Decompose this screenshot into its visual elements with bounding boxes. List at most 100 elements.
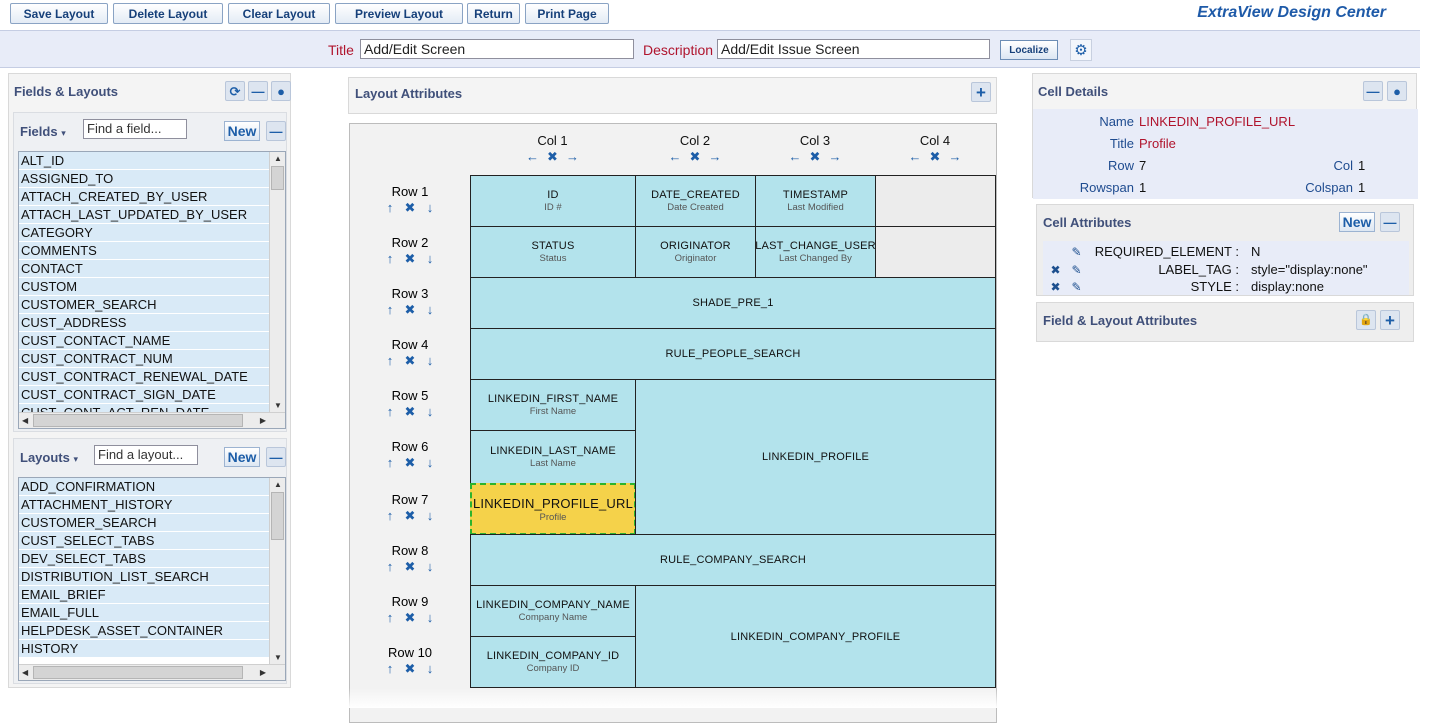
list-item[interactable]: CUST_CONTACT_NAME <box>19 332 270 350</box>
layout-cell[interactable]: RULE_COMPANY_SEARCH <box>470 534 996 586</box>
move-left-icon[interactable]: ← <box>526 148 539 164</box>
list-item[interactable]: EMAIL_FULL <box>19 604 270 622</box>
new-layout-button[interactable]: New <box>224 447 260 467</box>
edit-icon[interactable]: ✎ <box>1071 262 1082 277</box>
delete-row-icon[interactable]: ✖ <box>404 403 416 419</box>
layouts-heading[interactable]: Layouts ▾ <box>20 450 78 465</box>
list-item[interactable]: CUST_ADDRESS <box>19 314 270 332</box>
list-item[interactable]: CUSTOM <box>19 278 270 296</box>
delete-col-icon[interactable]: ✖ <box>547 148 558 164</box>
delete-row-icon[interactable]: ✖ <box>404 507 416 523</box>
move-right-icon[interactable]: → <box>566 148 579 164</box>
collapse-fields-icon[interactable]: — <box>266 121 286 141</box>
collapse-attributes-icon[interactable]: — <box>1380 212 1400 232</box>
move-up-icon[interactable]: ↑ <box>386 454 394 470</box>
list-item[interactable]: ATTACH_LAST_UPDATED_BY_USER <box>19 206 270 224</box>
list-item[interactable]: ALT_ID <box>19 152 270 170</box>
scroll-up-icon[interactable]: ▲ <box>274 154 282 163</box>
localize-button[interactable]: Localize <box>1000 40 1058 60</box>
layout-cell[interactable]: LINKEDIN_PROFILE <box>635 379 996 535</box>
delete-row-icon[interactable]: ✖ <box>404 199 416 215</box>
delete-row-icon[interactable]: ✖ <box>404 301 416 317</box>
delete-row-icon[interactable]: ✖ <box>404 352 416 368</box>
collapse-icon[interactable]: — <box>248 81 268 101</box>
list-item[interactable]: ATTACH_CREATED_BY_USER <box>19 188 270 206</box>
delete-row-icon[interactable]: ✖ <box>404 609 416 625</box>
list-item[interactable]: CUSTOMER_SEARCH <box>19 296 270 314</box>
list-item[interactable]: ADD_CONFIRMATION <box>19 478 270 496</box>
add-attribute-icon[interactable]: + <box>971 82 991 102</box>
list-item[interactable]: DEV_SELECT_TABS <box>19 550 270 568</box>
move-down-icon[interactable]: ↓ <box>426 507 434 523</box>
fields-hscroll[interactable]: ◀ ▶ <box>19 412 285 428</box>
move-right-icon[interactable]: → <box>708 148 722 164</box>
list-item[interactable]: CUST_CONTRACT_SIGN_DATE <box>19 386 270 404</box>
layout-search-input[interactable]: Find a layout... <box>94 445 198 465</box>
layout-cell[interactable]: RULE_PEOPLE_SEARCH <box>470 328 996 380</box>
move-down-icon[interactable]: ↓ <box>426 609 434 625</box>
return-button[interactable]: Return <box>467 3 520 24</box>
delete-icon[interactable]: ✖ <box>1050 279 1061 294</box>
move-up-icon[interactable]: ↑ <box>386 609 394 625</box>
scroll-left-icon[interactable]: ◀ <box>22 668 29 677</box>
move-up-icon[interactable]: ↑ <box>386 352 394 368</box>
clear-layout-button[interactable]: Clear Layout <box>228 3 330 24</box>
move-right-icon[interactable]: → <box>828 148 842 164</box>
move-up-icon[interactable]: ↑ <box>386 199 394 215</box>
list-item[interactable]: CUST_SELECT_TABS <box>19 532 270 550</box>
move-down-icon[interactable]: ↓ <box>426 199 434 215</box>
delete-layout-button[interactable]: Delete Layout <box>113 3 223 24</box>
move-left-icon[interactable]: ← <box>908 148 922 164</box>
close-circle-icon[interactable]: ● <box>271 81 291 101</box>
field-search-input[interactable]: Find a field... <box>83 119 187 139</box>
delete-col-icon[interactable]: ✖ <box>929 148 941 164</box>
delete-col-icon[interactable]: ✖ <box>689 148 701 164</box>
move-down-icon[interactable]: ↓ <box>426 403 434 419</box>
list-item[interactable]: CUSTOMER_SEARCH <box>19 514 270 532</box>
move-left-icon[interactable]: ← <box>788 148 802 164</box>
lock-icon[interactable]: 🔒 <box>1356 310 1376 330</box>
move-up-icon[interactable]: ↑ <box>386 250 394 266</box>
list-item[interactable]: CUST_CONTRACT_RENEWAL_DATE <box>19 368 270 386</box>
move-down-icon[interactable]: ↓ <box>426 558 434 574</box>
gear-icon[interactable]: ⚙ <box>1070 39 1092 61</box>
move-down-icon[interactable]: ↓ <box>426 454 434 470</box>
title-input[interactable]: Add/Edit Screen <box>360 39 634 59</box>
move-up-icon[interactable]: ↑ <box>386 507 394 523</box>
list-item[interactable]: DISTRIBUTION_LIST_SEARCH <box>19 568 270 586</box>
list-item[interactable]: CATEGORY <box>19 224 270 242</box>
delete-icon[interactable]: ✖ <box>1050 262 1061 277</box>
delete-row-icon[interactable]: ✖ <box>404 558 416 574</box>
scroll-down-icon[interactable]: ▼ <box>274 653 282 662</box>
move-left-icon[interactable]: ← <box>668 148 682 164</box>
move-down-icon[interactable]: ↓ <box>426 352 434 368</box>
save-layout-button[interactable]: Save Layout <box>10 3 108 24</box>
delete-row-icon[interactable]: ✖ <box>404 454 416 470</box>
edit-icon[interactable]: ✎ <box>1071 279 1082 294</box>
collapse-details-icon[interactable]: — <box>1363 81 1383 101</box>
scroll-right-icon[interactable]: ▶ <box>259 416 266 425</box>
layout-cell[interactable]: SHADE_PRE_1 <box>470 277 996 329</box>
list-item[interactable]: CONTACT <box>19 260 270 278</box>
layouts-hscroll[interactable]: ◀ ▶ <box>19 664 285 680</box>
list-item[interactable]: ASSIGNED_TO <box>19 170 270 188</box>
refresh-icon[interactable]: ⟳ <box>225 81 245 101</box>
move-down-icon[interactable]: ↓ <box>426 250 434 266</box>
move-right-icon[interactable]: → <box>948 148 962 164</box>
empty-cell[interactable] <box>875 226 996 278</box>
add-icon[interactable]: + <box>1380 310 1400 330</box>
list-item[interactable]: HISTORY <box>19 640 270 658</box>
fields-vscroll[interactable]: ▲ ▼ <box>269 152 285 412</box>
